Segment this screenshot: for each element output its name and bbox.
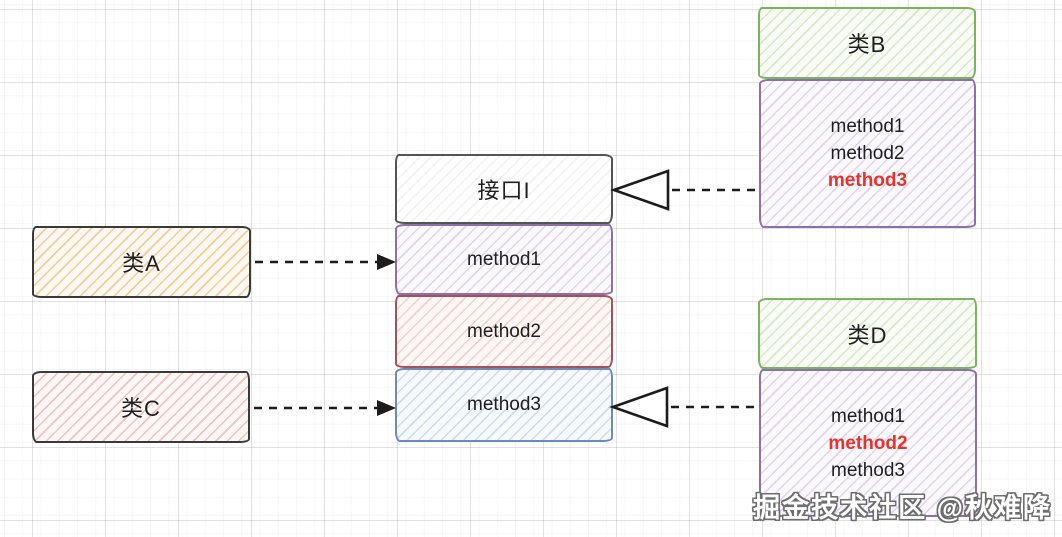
class-b-method1: method1 <box>830 116 905 137</box>
class-d-header-box: 类D <box>758 298 977 369</box>
class-b-header-box: 类B <box>758 7 976 79</box>
class-c-label: 类C <box>121 396 161 421</box>
interface-box: 接口I <box>395 154 613 224</box>
arrow-class-c-to-method3 <box>254 400 396 416</box>
class-a-box: 类A <box>32 226 251 298</box>
interface-method1-box: method1 <box>395 224 613 295</box>
class-b-methods-box: method1 method2 method3 <box>759 79 976 228</box>
interface-method3-box: method3 <box>395 368 613 442</box>
class-c-box: 类C <box>32 371 250 443</box>
class-b-method2: method2 <box>830 143 905 164</box>
interface-method1-label: method1 <box>467 248 541 270</box>
realization-class-b-to-interface <box>610 169 757 211</box>
interface-method2-box: method2 <box>395 295 613 368</box>
interface-label: 接口I <box>477 178 531 203</box>
class-d-label: 类D <box>847 322 888 348</box>
class-a-label: 类A <box>122 251 161 276</box>
interface-method2-label: method2 <box>467 320 541 342</box>
watermark-text: 掘金技术社区 @秋难降 <box>753 493 1052 523</box>
arrow-class-a-to-method1 <box>255 254 396 270</box>
class-d-method1: method1 <box>831 405 905 427</box>
interface-method3-label: method3 <box>467 394 541 415</box>
class-b-method3-highlighted: method3 <box>827 170 908 191</box>
class-d-method3: method3 <box>831 459 905 481</box>
class-d-method2-highlighted: method2 <box>828 432 908 454</box>
class-d-methods-box: method1 method2 method3 <box>759 369 977 517</box>
realization-class-d-to-method3 <box>609 386 757 428</box>
class-b-label: 类B <box>847 32 887 57</box>
